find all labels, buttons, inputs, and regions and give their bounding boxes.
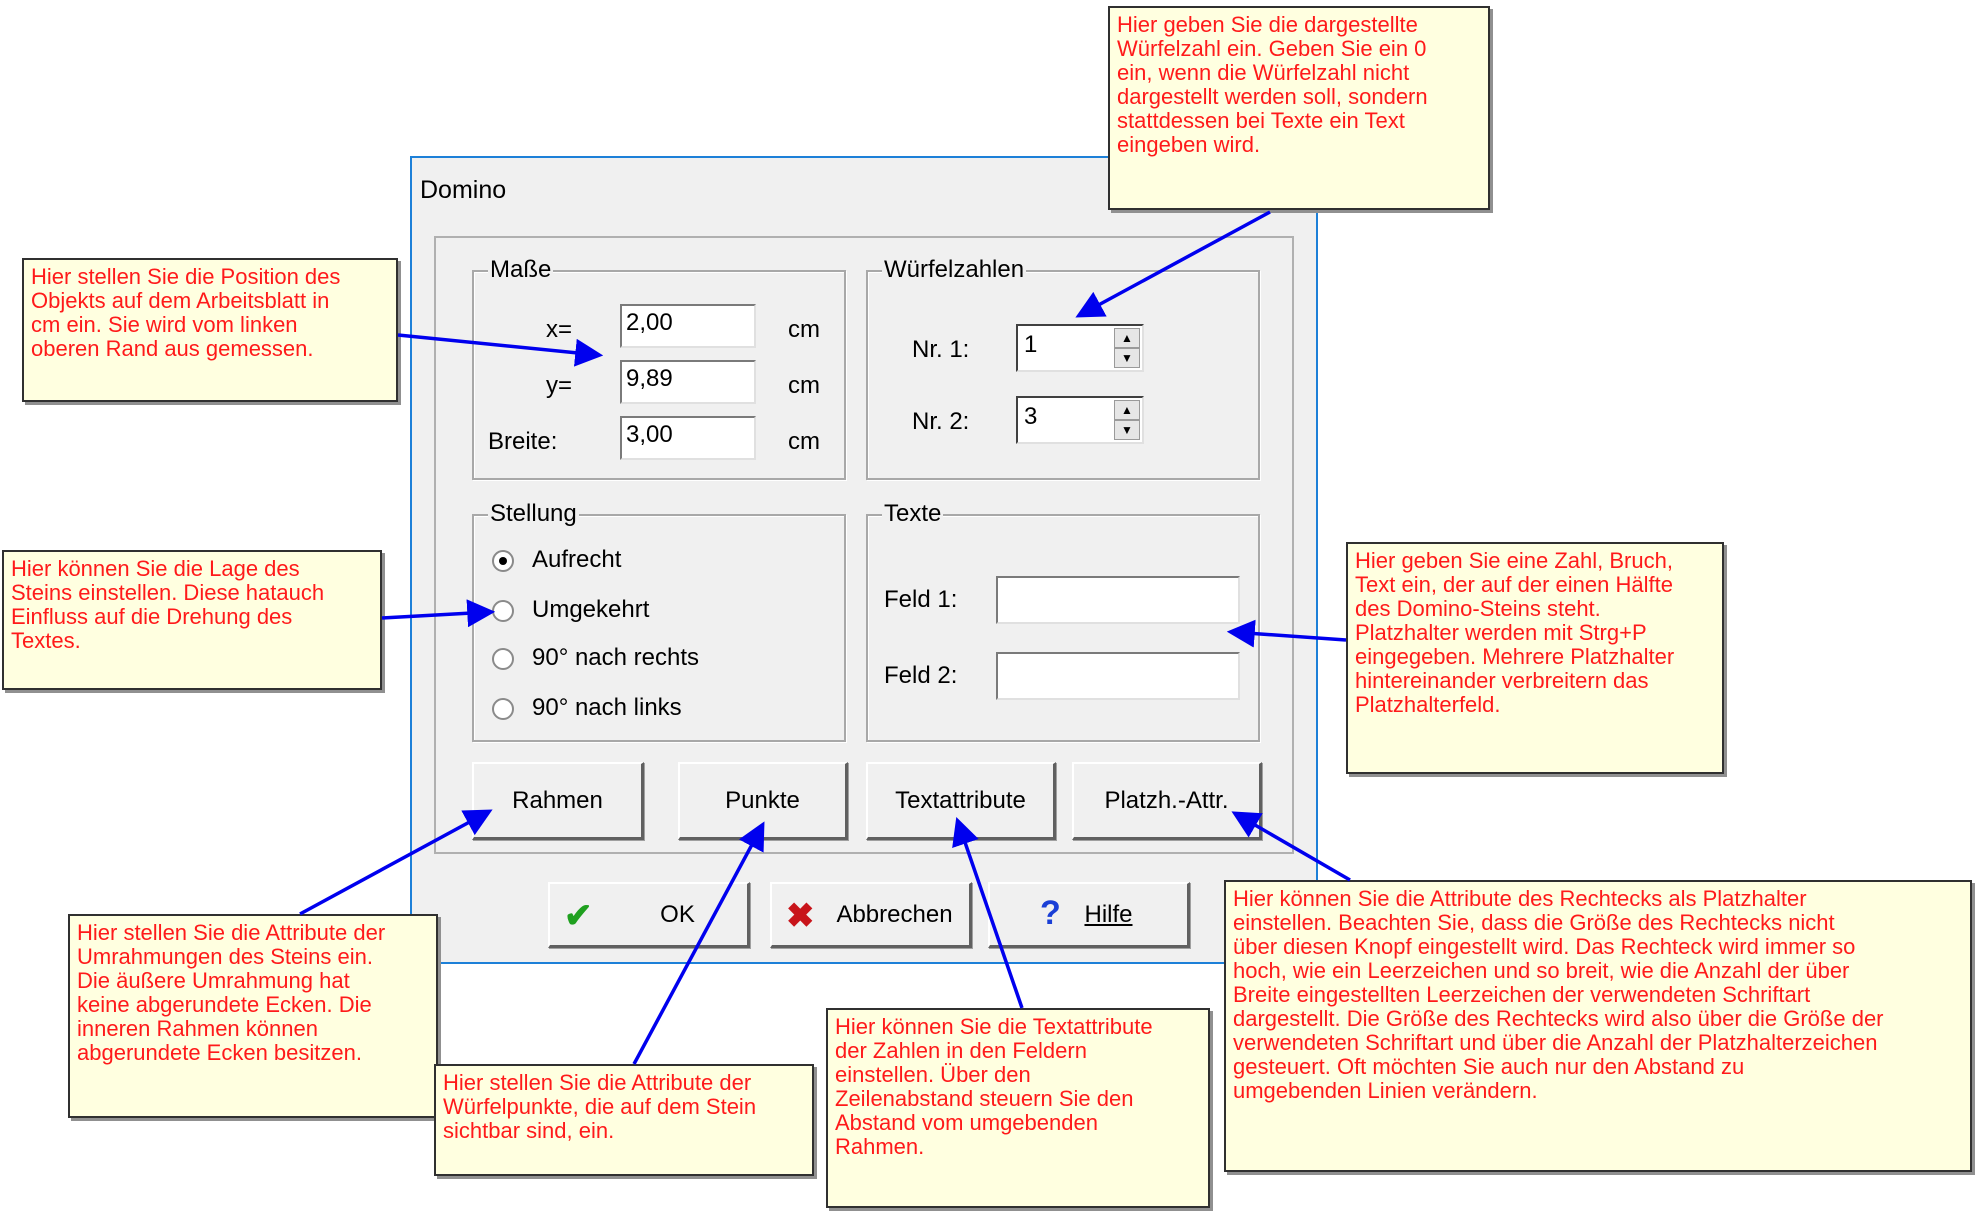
question-icon: ? [1040, 894, 1061, 932]
masse-group-title: Maße [488, 256, 554, 284]
nr2-up-icon[interactable]: ▲ [1114, 400, 1140, 420]
callout-wuerfelzahl: Hier geben Sie die dargestellte Würfelza… [1108, 6, 1490, 210]
radio-rechts-label: 90° nach rechts [532, 644, 700, 671]
breite-field[interactable]: 3,00 [620, 416, 756, 460]
radio-aufrecht[interactable] [492, 550, 514, 572]
texte-group-title: Texte [882, 500, 944, 528]
feld1-field[interactable] [996, 576, 1240, 624]
punkte-button[interactable]: Punkte [678, 762, 848, 840]
callout-platzh: Hier können Sie die Attribute des Rechte… [1224, 880, 1972, 1172]
ok-button[interactable]: ✔ OK [548, 882, 750, 948]
radio-umgekehrt[interactable] [492, 600, 514, 622]
callout-rahmen: Hier stellen Sie die Attribute der Umrah… [68, 914, 438, 1118]
nr2-label: Nr. 2: [912, 408, 970, 435]
wuerfel-group-title: Würfelzahlen [882, 256, 1027, 284]
x-unit: cm [788, 316, 820, 343]
x-icon: ✖ [786, 897, 815, 935]
rahmen-button[interactable]: Rahmen [472, 762, 644, 840]
nr1-label: Nr. 1: [912, 336, 970, 363]
masse-group: Maße x= 2,00 cm y= 9,89 cm Breite: 3,00 … [472, 256, 846, 480]
radio-umgekehrt-label: Umgekehrt [532, 596, 650, 623]
wuerfel-group: Würfelzahlen Nr. 1: 1 ▲ ▼ Nr. 2: 3 ▲ ▼ [866, 256, 1260, 480]
radio-links-label: 90° nach links [532, 694, 682, 721]
help-button[interactable]: ? Hilfe [988, 882, 1190, 948]
y-label: y= [546, 372, 573, 399]
nr1-up-icon[interactable]: ▲ [1114, 328, 1140, 348]
nr2-stepper[interactable]: 3 ▲ ▼ [1016, 396, 1144, 444]
check-icon: ✔ [564, 897, 593, 935]
feld2-label: Feld 2: [884, 662, 958, 689]
stellung-group: Stellung Aufrecht Umgekehrt 90° nach rec… [472, 500, 846, 742]
nr1-down-icon[interactable]: ▼ [1114, 348, 1140, 368]
nr1-value: 1 [1024, 331, 1038, 358]
platzh-attr-button[interactable]: Platzh.-Attr. [1072, 762, 1262, 840]
callout-position: Hier stellen Sie die Position des Objekt… [22, 258, 398, 402]
x-label: x= [546, 316, 573, 343]
help-label: Hilfe [1084, 900, 1133, 928]
cancel-button[interactable]: ✖ Abbrechen [770, 882, 972, 948]
nr1-stepper[interactable]: 1 ▲ ▼ [1016, 324, 1144, 372]
radio-rechts[interactable] [492, 648, 514, 670]
radio-aufrecht-label: Aufrecht [532, 546, 622, 573]
x-field[interactable]: 2,00 [620, 304, 756, 348]
stellung-group-title: Stellung [488, 500, 579, 528]
breite-label: Breite: [488, 428, 558, 455]
feld1-label: Feld 1: [884, 586, 958, 613]
textattribute-button[interactable]: Textattribute [866, 762, 1056, 840]
dialog-panel: Maße x= 2,00 cm y= 9,89 cm Breite: 3,00 … [434, 236, 1294, 854]
feld2-field[interactable] [996, 652, 1240, 700]
dialog-title: Domino [420, 176, 507, 204]
callout-textattribute: Hier können Sie die Textattribute der Za… [826, 1008, 1210, 1208]
radio-links[interactable] [492, 698, 514, 720]
callout-punkte: Hier stellen Sie die Attribute der Würfe… [434, 1064, 814, 1176]
texte-group: Texte Feld 1: Feld 2: [866, 500, 1260, 742]
y-field[interactable]: 9,89 [620, 360, 756, 404]
nr2-down-icon[interactable]: ▼ [1114, 420, 1140, 440]
callout-lage: Hier können Sie die Lage des Steins eins… [2, 550, 382, 690]
breite-unit: cm [788, 428, 820, 455]
domino-dialog: Domino Maße x= 2,00 cm y= 9,89 cm Breite… [410, 156, 1318, 964]
y-unit: cm [788, 372, 820, 399]
ok-label: OK [660, 900, 695, 928]
cancel-label: Abbrechen [836, 900, 953, 928]
callout-texte: Hier geben Sie eine Zahl, Bruch, Text ei… [1346, 542, 1724, 774]
nr2-value: 3 [1024, 403, 1038, 430]
